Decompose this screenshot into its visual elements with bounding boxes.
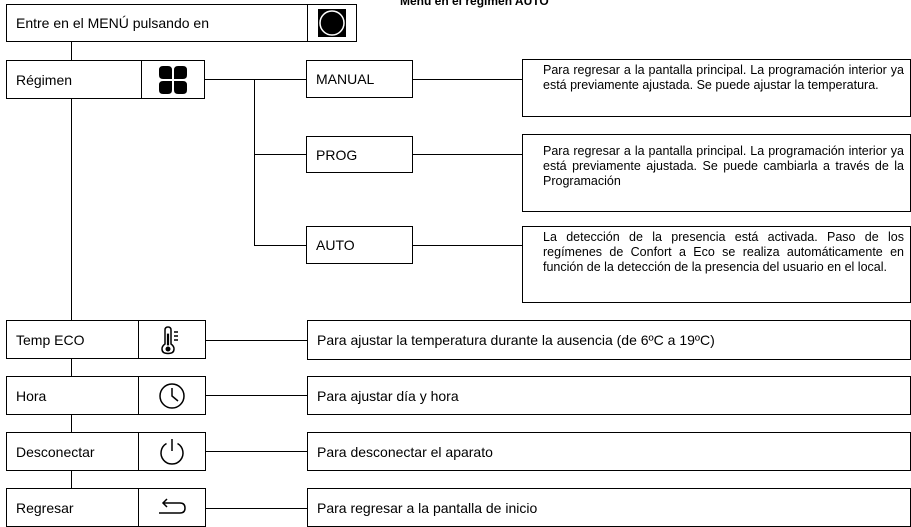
temp-eco-label: Temp ECO bbox=[6, 320, 139, 359]
regresar-description: Para regresar a la pantalla de inicio bbox=[307, 488, 911, 527]
regimen-text: Régimen bbox=[16, 71, 73, 88]
manual-desc-connector bbox=[412, 79, 522, 80]
desconectar-description: Para desconectar el aparato bbox=[307, 432, 911, 471]
hora-connector bbox=[206, 395, 308, 396]
prog-description: Para regresar a la pantalla principal. L… bbox=[522, 134, 911, 212]
hora-description-text: Para ajustar día y hora bbox=[317, 387, 459, 404]
regimen-button[interactable] bbox=[141, 60, 205, 99]
menu-button[interactable] bbox=[307, 4, 357, 42]
prog-desc-connector bbox=[412, 154, 522, 155]
regresar-description-text: Para regresar a la pantalla de inicio bbox=[317, 499, 538, 516]
regimen-label: Régimen bbox=[6, 60, 142, 99]
temp-eco-description: Para ajustar la temperatura durante la a… bbox=[307, 320, 911, 360]
hora-text: Hora bbox=[16, 387, 47, 404]
modes-vertical-connector bbox=[254, 79, 255, 245]
prog-branch-line bbox=[254, 154, 306, 155]
mode-auto-label: AUTO bbox=[316, 237, 355, 253]
temp-eco-text: Temp ECO bbox=[16, 331, 85, 348]
auto-description: La detección de la presencia está activa… bbox=[522, 226, 911, 303]
auto-description-text: La detección de la presencia está activa… bbox=[543, 230, 904, 274]
desconectar-button[interactable] bbox=[138, 432, 206, 471]
circle-button-icon bbox=[318, 9, 346, 37]
desconectar-description-text: Para desconectar el aparato bbox=[317, 443, 493, 460]
desconectar-text: Desconectar bbox=[16, 443, 95, 460]
manual-description-text: Para regresar a la pantalla principal. L… bbox=[543, 63, 904, 92]
regresar-text: Regresar bbox=[16, 499, 74, 516]
diagram-title: Menú en el régimen AUTO bbox=[400, 0, 549, 8]
manual-description: Para regresar a la pantalla principal. L… bbox=[522, 59, 911, 117]
temp-eco-button[interactable] bbox=[138, 320, 206, 359]
mode-manual-button[interactable]: MANUAL bbox=[306, 60, 413, 98]
regresar-label: Regresar bbox=[6, 488, 139, 527]
mode-prog-button[interactable]: PROG bbox=[306, 136, 413, 173]
temp-eco-description-text: Para ajustar la temperatura durante la a… bbox=[317, 332, 715, 348]
enter-menu-label: Entre en el MENÚ pulsando en bbox=[6, 4, 308, 42]
thermometer-icon bbox=[161, 325, 178, 354]
return-arrow-icon bbox=[159, 497, 186, 514]
mode-prog-label: PROG bbox=[316, 146, 358, 163]
hora-button[interactable] bbox=[138, 376, 206, 415]
auto-desc-connector bbox=[412, 245, 522, 246]
desconectar-label: Desconectar bbox=[6, 432, 139, 471]
main-vertical-connector bbox=[71, 42, 72, 522]
enter-menu-text: Entre en el MENÚ pulsando en bbox=[16, 15, 209, 31]
regresar-connector bbox=[206, 508, 308, 509]
clock-icon bbox=[159, 382, 185, 409]
auto-branch-line bbox=[254, 245, 306, 246]
hora-description: Para ajustar día y hora bbox=[307, 376, 911, 415]
temp-eco-connector bbox=[206, 340, 308, 341]
mode-auto-button[interactable]: AUTO bbox=[306, 226, 413, 264]
regresar-button[interactable] bbox=[138, 488, 206, 527]
hora-label: Hora bbox=[6, 376, 139, 415]
prog-description-text: Para regresar a la pantalla principal. L… bbox=[543, 144, 904, 188]
four-petal-icon bbox=[159, 65, 187, 94]
regimen-branch-line bbox=[204, 79, 306, 80]
desconectar-connector bbox=[206, 451, 308, 452]
power-icon bbox=[160, 438, 184, 465]
mode-manual-label: MANUAL bbox=[316, 71, 375, 87]
